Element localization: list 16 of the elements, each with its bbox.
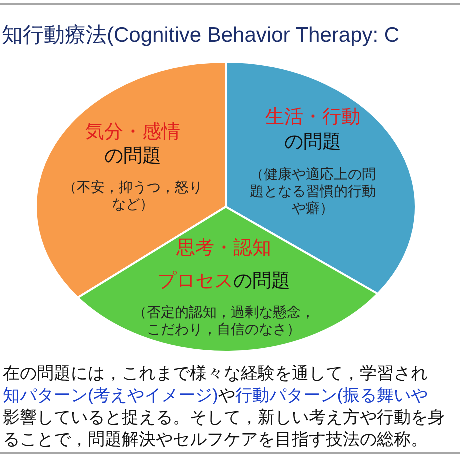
subheading-text: の問題	[284, 132, 342, 153]
note-text: （不安，抑うつ，怒りなど）	[63, 179, 203, 212]
body-text: や	[218, 386, 236, 405]
subheading-text: の問題	[234, 271, 290, 292]
heading-text: プロセス	[158, 271, 234, 292]
subheading-text: の問題	[104, 146, 162, 167]
heading-text: 気分・感情	[86, 122, 180, 143]
emphasis-text: 行動パターン(振る舞いや	[235, 386, 428, 405]
note-text: （否定的認知，過剰な懸念，こだわり，自信のなさ）	[133, 304, 315, 337]
emphasis-text: 知パターン(考えやイメージ)	[3, 386, 218, 405]
body-text: 影響していると捉える。そして，新しい考え方や行動を身	[3, 408, 445, 427]
heading-text: 思考・認知	[176, 238, 272, 259]
title: 知行動療法(Cognitive Behavior Therapy: C	[2, 23, 400, 49]
heading-text: 生活・行動	[266, 107, 360, 128]
body-text: ることで，問題解決やセルフケアを目指す技法の総称。	[3, 430, 428, 449]
note-text: （健康や適応上の問題となる習慣的行動や癖）	[250, 166, 376, 216]
